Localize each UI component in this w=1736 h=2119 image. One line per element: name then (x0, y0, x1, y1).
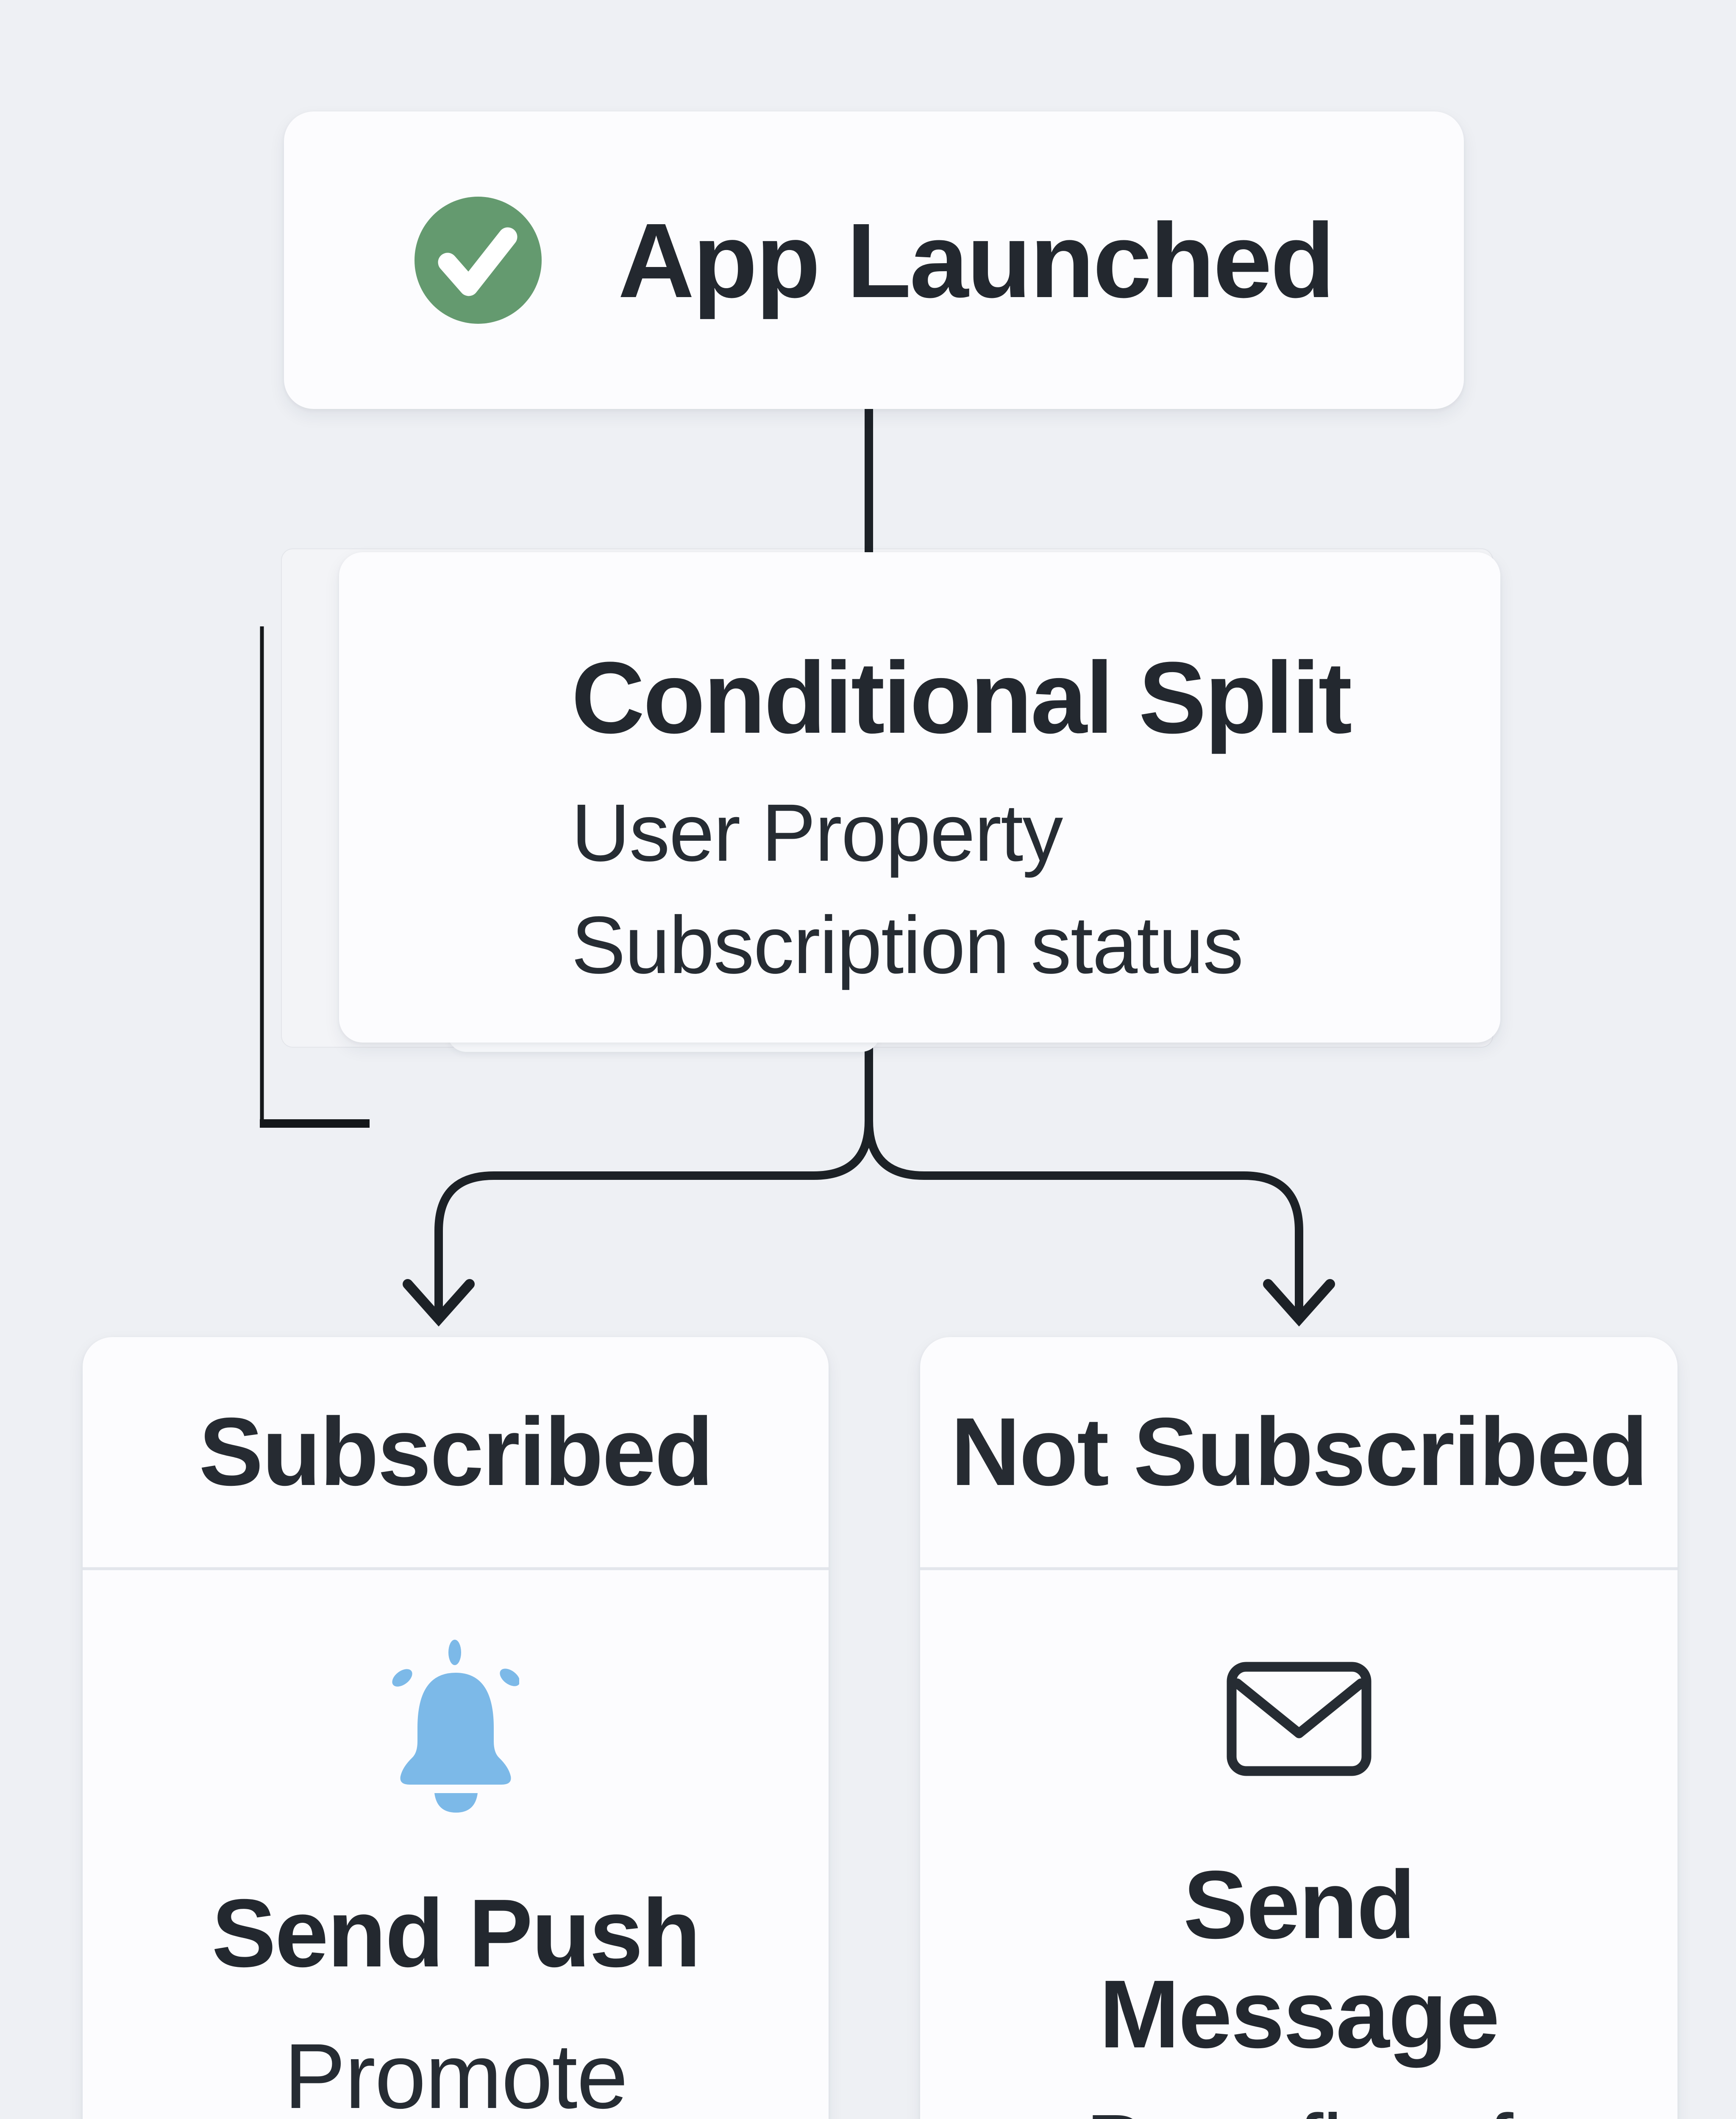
branch-divider (920, 1567, 1678, 1570)
action-title: Send Push (211, 1880, 701, 1987)
trigger-title: App Launched (618, 201, 1335, 320)
connector-split-to-right (865, 1037, 1303, 1313)
conditional-split-node[interactable]: Conditional Split User Property Subscrip… (339, 552, 1500, 1043)
arrowhead-left-icon (403, 1279, 475, 1327)
split-property-value: Subscription status (571, 899, 1244, 990)
branch-label: Not Subscribed (951, 1398, 1648, 1506)
action-title: Send Message (1099, 1851, 1500, 2068)
icon-wrap (1226, 1661, 1372, 1777)
connector-split-to-left (434, 1037, 873, 1313)
split-property-type: User Property (571, 787, 1063, 878)
branch-divider (83, 1567, 829, 1570)
bell-icon (392, 1640, 519, 1813)
icon-wrap (392, 1637, 519, 1817)
branch-node-not-subscribed[interactable]: Not Subscribed Send Message Benefits of … (920, 1337, 1678, 2119)
action-description: Benefits of subscribing (996, 2099, 1602, 2119)
action-description: Promote premium content (284, 2024, 628, 2119)
check-circle-icon (414, 197, 542, 324)
envelope-icon (1227, 1662, 1371, 1776)
branch-node-subscribed[interactable]: Subscribed Send Push Promote premium con… (83, 1337, 829, 2119)
trigger-node-app-launched[interactable]: App Launched (284, 111, 1464, 409)
arrowhead-right-icon (1263, 1279, 1335, 1327)
split-details: User Property Subscription status (571, 776, 1500, 1001)
branch-label: Subscribed (199, 1398, 714, 1506)
split-title: Conditional Split (571, 641, 1352, 754)
